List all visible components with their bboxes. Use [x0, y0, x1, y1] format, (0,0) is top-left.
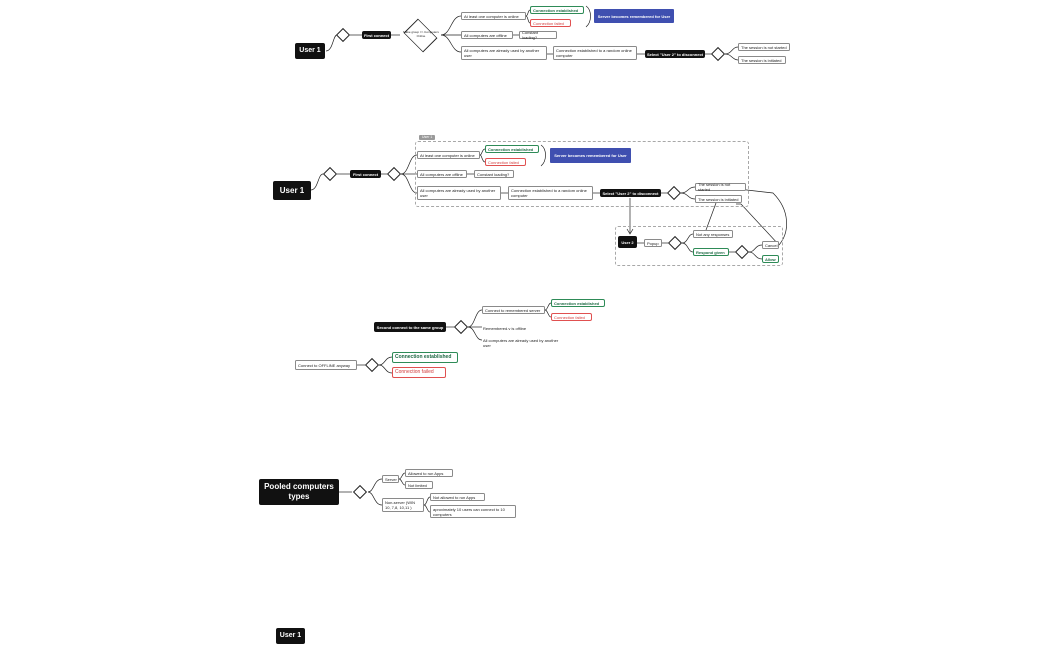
flow1-select-user2-button[interactable]: Select "User 2" to disconnect [645, 50, 705, 58]
flow2-user2-group-frame [615, 226, 783, 266]
flow2-decision-diamond-1[interactable] [322, 166, 338, 182]
flow2-first-connect-node[interactable]: First connect [350, 170, 381, 178]
flow2-not-any-responses[interactable]: Not any responses [693, 230, 733, 238]
flow4-title-node[interactable]: Pooled computers types [259, 479, 339, 505]
flow2-all-offline-node[interactable]: All computers are offline [417, 170, 467, 178]
flow2-decision-diamond-2[interactable] [386, 166, 402, 182]
flow3-second-connect-node[interactable]: Second connect to the same group [374, 322, 446, 332]
flow5-user-node[interactable]: User 1 [276, 628, 305, 644]
flow3-offline-diamond[interactable] [364, 357, 380, 373]
flow3-decision-diamond[interactable] [453, 319, 469, 335]
flow2-user-node[interactable]: User 1 [273, 181, 311, 200]
flow2-all-used-node[interactable]: All computers are already used by anothe… [417, 186, 501, 200]
flow1-connection-established[interactable]: Connection established [530, 6, 584, 14]
flow2-at-least-one-node[interactable]: At least one computer is online [417, 151, 480, 159]
flow2-respond-given[interactable]: Respond given [693, 248, 729, 256]
flow1-group-decision-label: Make group => Computers Online [403, 30, 439, 38]
flow2-session-not-started[interactable]: The session is not started [695, 182, 746, 192]
flow2-select-user2-button[interactable]: Select "User 2" to disconnect [600, 189, 661, 197]
flow1-connection-failed[interactable]: Connection failed [530, 19, 571, 27]
flow1-session-initiated[interactable]: The session is initiated [738, 56, 786, 64]
flow4-approx-users-node[interactable]: aproximately 10 users can connect to 10 … [430, 505, 516, 518]
flow1-decision-diamond[interactable] [335, 27, 351, 43]
flow1-all-offline-node[interactable]: All computers are offline [461, 31, 513, 39]
flow1-random-online-node[interactable]: Connection established to a random onlin… [553, 46, 637, 60]
flow2-session-initiated[interactable]: The session is initiated [695, 195, 742, 203]
flow1-all-used-node[interactable]: All computers are already used by anothe… [461, 46, 547, 60]
flow4-not-allowed-node[interactable]: Not allowed to run Apps [430, 493, 485, 501]
flow2-cancel-node[interactable]: Cancel [762, 241, 779, 249]
flow2-connection-failed[interactable]: Connection failed [485, 158, 526, 166]
flow2-constant-loading-node[interactable]: Constant loading? [474, 170, 514, 178]
flow4-not-limited-node[interactable]: Not limited [405, 481, 433, 489]
flow3-connection-failed[interactable]: Connection failed [551, 313, 592, 321]
flow2-server-remembered-note[interactable]: Server becomes remembered for User [550, 148, 631, 163]
flow3-to-remembered-node[interactable]: Connect to remembered server [482, 306, 545, 314]
flow2-user1-group-frame [415, 141, 749, 207]
flow1-at-least-one-node[interactable]: At least one computer is online [461, 12, 526, 20]
flow1-constant-loading-node[interactable]: Constant loading? [519, 30, 557, 40]
flow4-decision-diamond[interactable] [352, 484, 368, 500]
flow4-allowed-apps-node[interactable]: Allowed to run Apps [405, 469, 453, 477]
flow1-user-node[interactable]: User 1 [295, 43, 325, 59]
flow2-allow-node[interactable]: Allow [762, 255, 779, 263]
flow2-user2-node[interactable]: User 2 [618, 236, 637, 248]
flow1-server-remembered-note[interactable]: Server becomes remembered for User [594, 9, 674, 23]
flow3-connection-failed-2[interactable]: Connection failed [392, 367, 446, 378]
flow3-connection-established-2[interactable]: Connection established [392, 352, 458, 363]
flow2-group-tag: User 1 [419, 135, 436, 140]
flow3-offline-anyway-node[interactable]: Connect to OFFLINE anyway [295, 360, 357, 370]
flow1-session-not-started[interactable]: The session is not started [738, 43, 790, 51]
flow1-session-diamond[interactable] [710, 46, 726, 62]
flow3-connection-established[interactable]: Connection established [551, 299, 605, 307]
flow2-random-online-node[interactable]: Connection established to a random onlin… [508, 186, 593, 200]
flow1-first-connect-node[interactable]: First connect [362, 31, 391, 39]
flow2-connection-established[interactable]: Connection established [485, 145, 539, 153]
flow2-popup-node[interactable]: Popup [644, 239, 662, 247]
flow3-all-used-node[interactable]: All computers are already used by anothe… [483, 338, 559, 348]
flow4-non-server-node[interactable]: Non-server (WIN 10, 7,8, 10,11 ) [382, 498, 424, 512]
flow3-remembered-offline-node[interactable]: Remembered.v is offline [483, 325, 527, 331]
flow4-server-node[interactable]: Server [382, 475, 399, 483]
